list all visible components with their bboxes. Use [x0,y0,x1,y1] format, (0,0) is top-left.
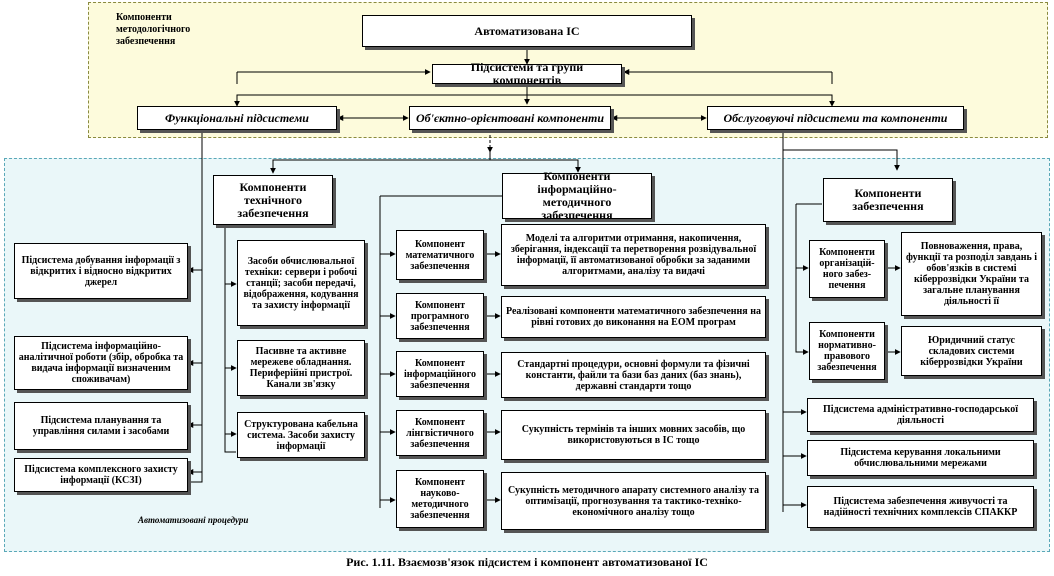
tech-item-2[interactable]: Пасивне та активне мережеве обладнання. … [237,340,365,396]
functional-subsystems-box[interactable]: Функціональні підсистеми [137,106,337,130]
info-item-1-desc[interactable]: Моделі та алгоритми отримання, накопичен… [501,224,766,286]
info-header[interactable]: Компоненти інформаційно-методичного забе… [502,170,652,222]
info-item-4-desc[interactable]: Сукупність термінів та інших мовних засо… [501,410,766,460]
info-item-4-name[interactable]: Компонент лінгвістичного забезпечення [396,410,484,456]
info-item-3-name[interactable]: Компонент інформаційного забезпечення [396,351,484,397]
info-item-5-desc[interactable]: Сукупність методичного апарату системног… [501,472,766,530]
service-subsystems-box[interactable]: Обслуговуючі підсистеми та компоненти [707,106,964,130]
support-item-1-desc[interactable]: Повноваження, права, функції та розподіл… [901,232,1042,316]
right-subsystem-2[interactable]: Підсистема керування локальними обчислюв… [807,440,1034,476]
info-item-5-name[interactable]: Компонент науково-методичного забезпечен… [396,470,484,528]
support-header[interactable]: Компоненти забезпечення [823,178,953,222]
left-subsystem-4[interactable]: Підсистема комплексного захисту інформац… [14,458,188,492]
right-subsystem-1[interactable]: Підсистема адміністративно-господарської… [807,398,1034,432]
tech-item-3[interactable]: Структурована кабельна система. Засоби з… [237,412,365,458]
system-box[interactable]: Автоматизована ІС [362,15,692,47]
methodology-label: Компоненти методологічного забезпечення [116,12,191,47]
support-item-2-desc[interactable]: Юридичний статус складових системи кібер… [901,326,1042,376]
subsystems-groups-box[interactable]: Підсистеми та групи компонентів [432,61,622,87]
left-subsystem-2[interactable]: Підсистема інформаційно-аналітичної робо… [14,336,188,390]
left-subsystem-3[interactable]: Підсистема планування та управління сила… [14,402,188,450]
support-item-2-name[interactable]: Компоненти нормативно-правового забезпеч… [809,322,885,380]
object-oriented-box[interactable]: Об'єктно-орієнтовані компоненти [409,106,611,130]
figure-caption: Рис. 1.11. Взаємозв'язок підсистем і ком… [346,555,708,569]
info-item-2-name[interactable]: Компонент програмного забезпечення [396,293,484,339]
automated-procedures-label: Автоматизовані процедури [138,515,249,525]
tech-header[interactable]: Компоненти технічного забезпечення [213,175,333,225]
info-item-3-desc[interactable]: Стандартні процедури, основні формули та… [501,352,766,398]
left-subsystem-1[interactable]: Підсистема добування інформації з відкри… [14,243,188,299]
info-item-2-desc[interactable]: Реалізовані компоненти математичного заб… [501,296,766,338]
tech-item-1[interactable]: Засоби обчислювальної техніки: сервери і… [237,240,365,326]
support-item-1-name[interactable]: Компоненти організацій-ного забез-печенн… [809,240,885,298]
info-item-1-name[interactable]: Компонент математичного забезпечення [396,230,484,280]
right-subsystem-3[interactable]: Підсистема забезпечення живучості та над… [807,486,1034,528]
